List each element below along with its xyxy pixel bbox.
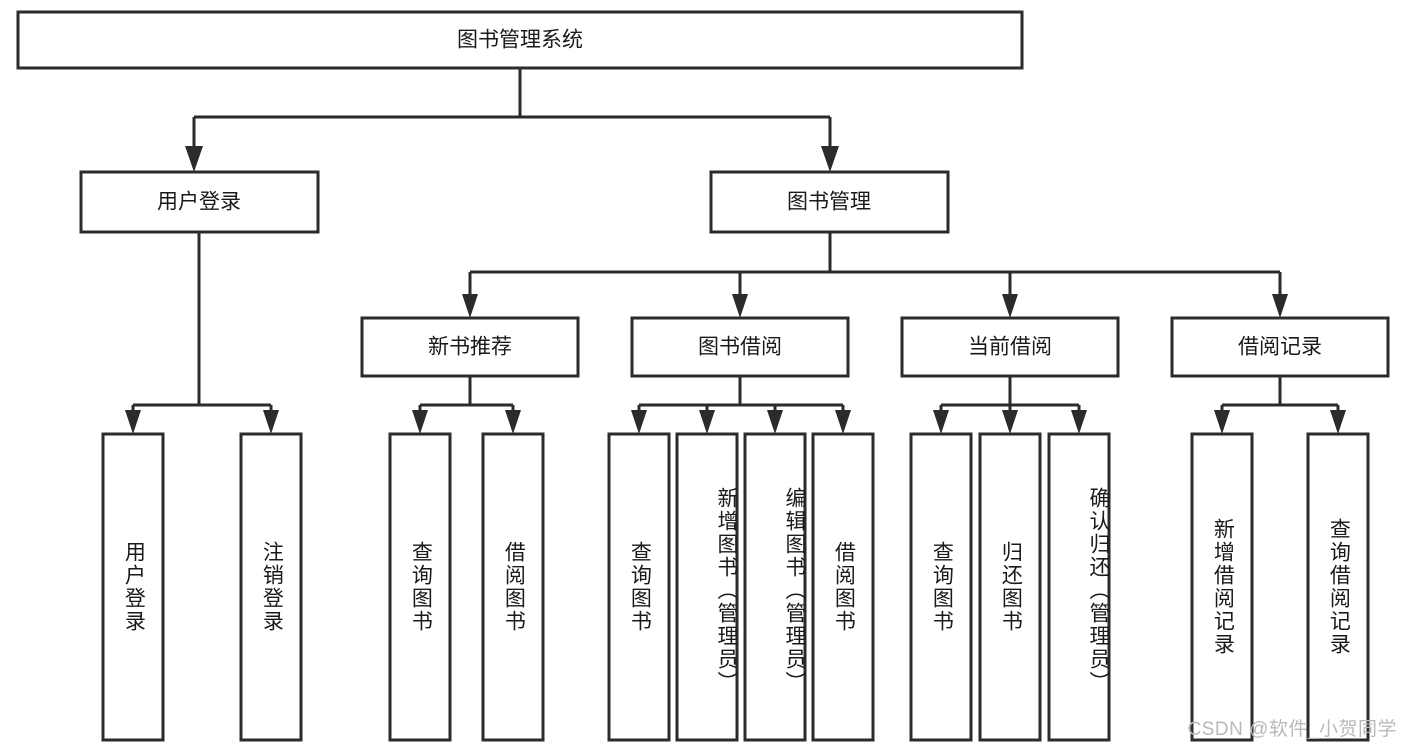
arrow-head-icon [1272,294,1288,318]
connectors-bookborrow-to-leaves [631,376,851,434]
node-new-book-recommend-label: 新书推荐 [428,336,512,359]
arrow-head-icon [505,410,521,434]
leaf-box-confirm-return [1047,432,1111,742]
root-label: 图书管理系统 [457,29,583,52]
leaf-box-add-record [1190,432,1254,742]
arrow-head-icon [835,410,851,434]
arrow-head-icon [933,410,949,434]
arrow-head-icon [699,410,715,434]
leaf-box-edit-book [743,432,807,742]
arrow-head-icon [631,410,647,434]
arrow-head-icon [1071,410,1087,434]
connectors-userlogin-to-leaves [125,232,279,434]
arrow-head-icon [185,146,203,172]
connectors-currentborrow-to-leaves [933,376,1087,434]
arrow-head-icon [263,410,279,434]
connectors-newbook-to-leaves [412,376,521,434]
node-user-login[interactable]: 用户登录 [79,170,320,234]
arrow-head-icon [1002,410,1018,434]
node-user-login-label: 用户登录 [157,191,241,214]
node-borrow-record-label: 借阅记录 [1238,336,1322,359]
node-book-borrow-label: 图书借阅 [698,336,782,359]
node-book-management-label: 图书管理 [787,191,871,214]
arrow-head-icon [732,294,748,318]
node-book-borrow[interactable]: 图书借阅 [630,316,850,378]
node-new-book-recommend[interactable]: 新书推荐 [360,316,580,378]
arrow-head-icon [462,294,478,318]
arrow-head-icon [767,410,783,434]
arrow-head-icon [412,410,428,434]
node-root[interactable]: 图书管理系统 [16,10,1024,70]
leaf-box-query-books-2 [607,432,671,742]
leaf-box-borrow-books-1 [481,432,545,742]
leaf-box-query-record [1306,432,1370,742]
arrow-head-icon [1002,294,1018,318]
node-current-borrow-label: 当前借阅 [968,336,1052,359]
leaf-box-return-book [978,432,1042,742]
leaf-box-query-books-1 [388,432,452,742]
connectors-root-to-level2 [185,68,839,172]
leaf-box-borrow-books-2 [811,432,875,742]
node-book-management[interactable]: 图书管理 [709,170,950,234]
connectors-borrowrecord-to-leaves [1214,376,1346,434]
arrow-head-icon [1330,410,1346,434]
node-borrow-record[interactable]: 借阅记录 [1170,316,1390,378]
leaf-boxes [101,432,1370,742]
leaf-box-query-books-3 [909,432,973,742]
watermark-text: CSDN @软件_小贺同学 [1187,719,1397,740]
arrow-head-icon [1214,410,1230,434]
connectors-level2-to-level3 [462,232,1288,318]
arrow-head-icon [125,410,141,434]
leaf-box-logout [239,432,303,742]
arrow-head-icon [821,146,839,172]
leaf-box-add-book [675,432,739,742]
leaf-box-user-login [101,432,165,742]
node-current-borrow[interactable]: 当前借阅 [900,316,1120,378]
